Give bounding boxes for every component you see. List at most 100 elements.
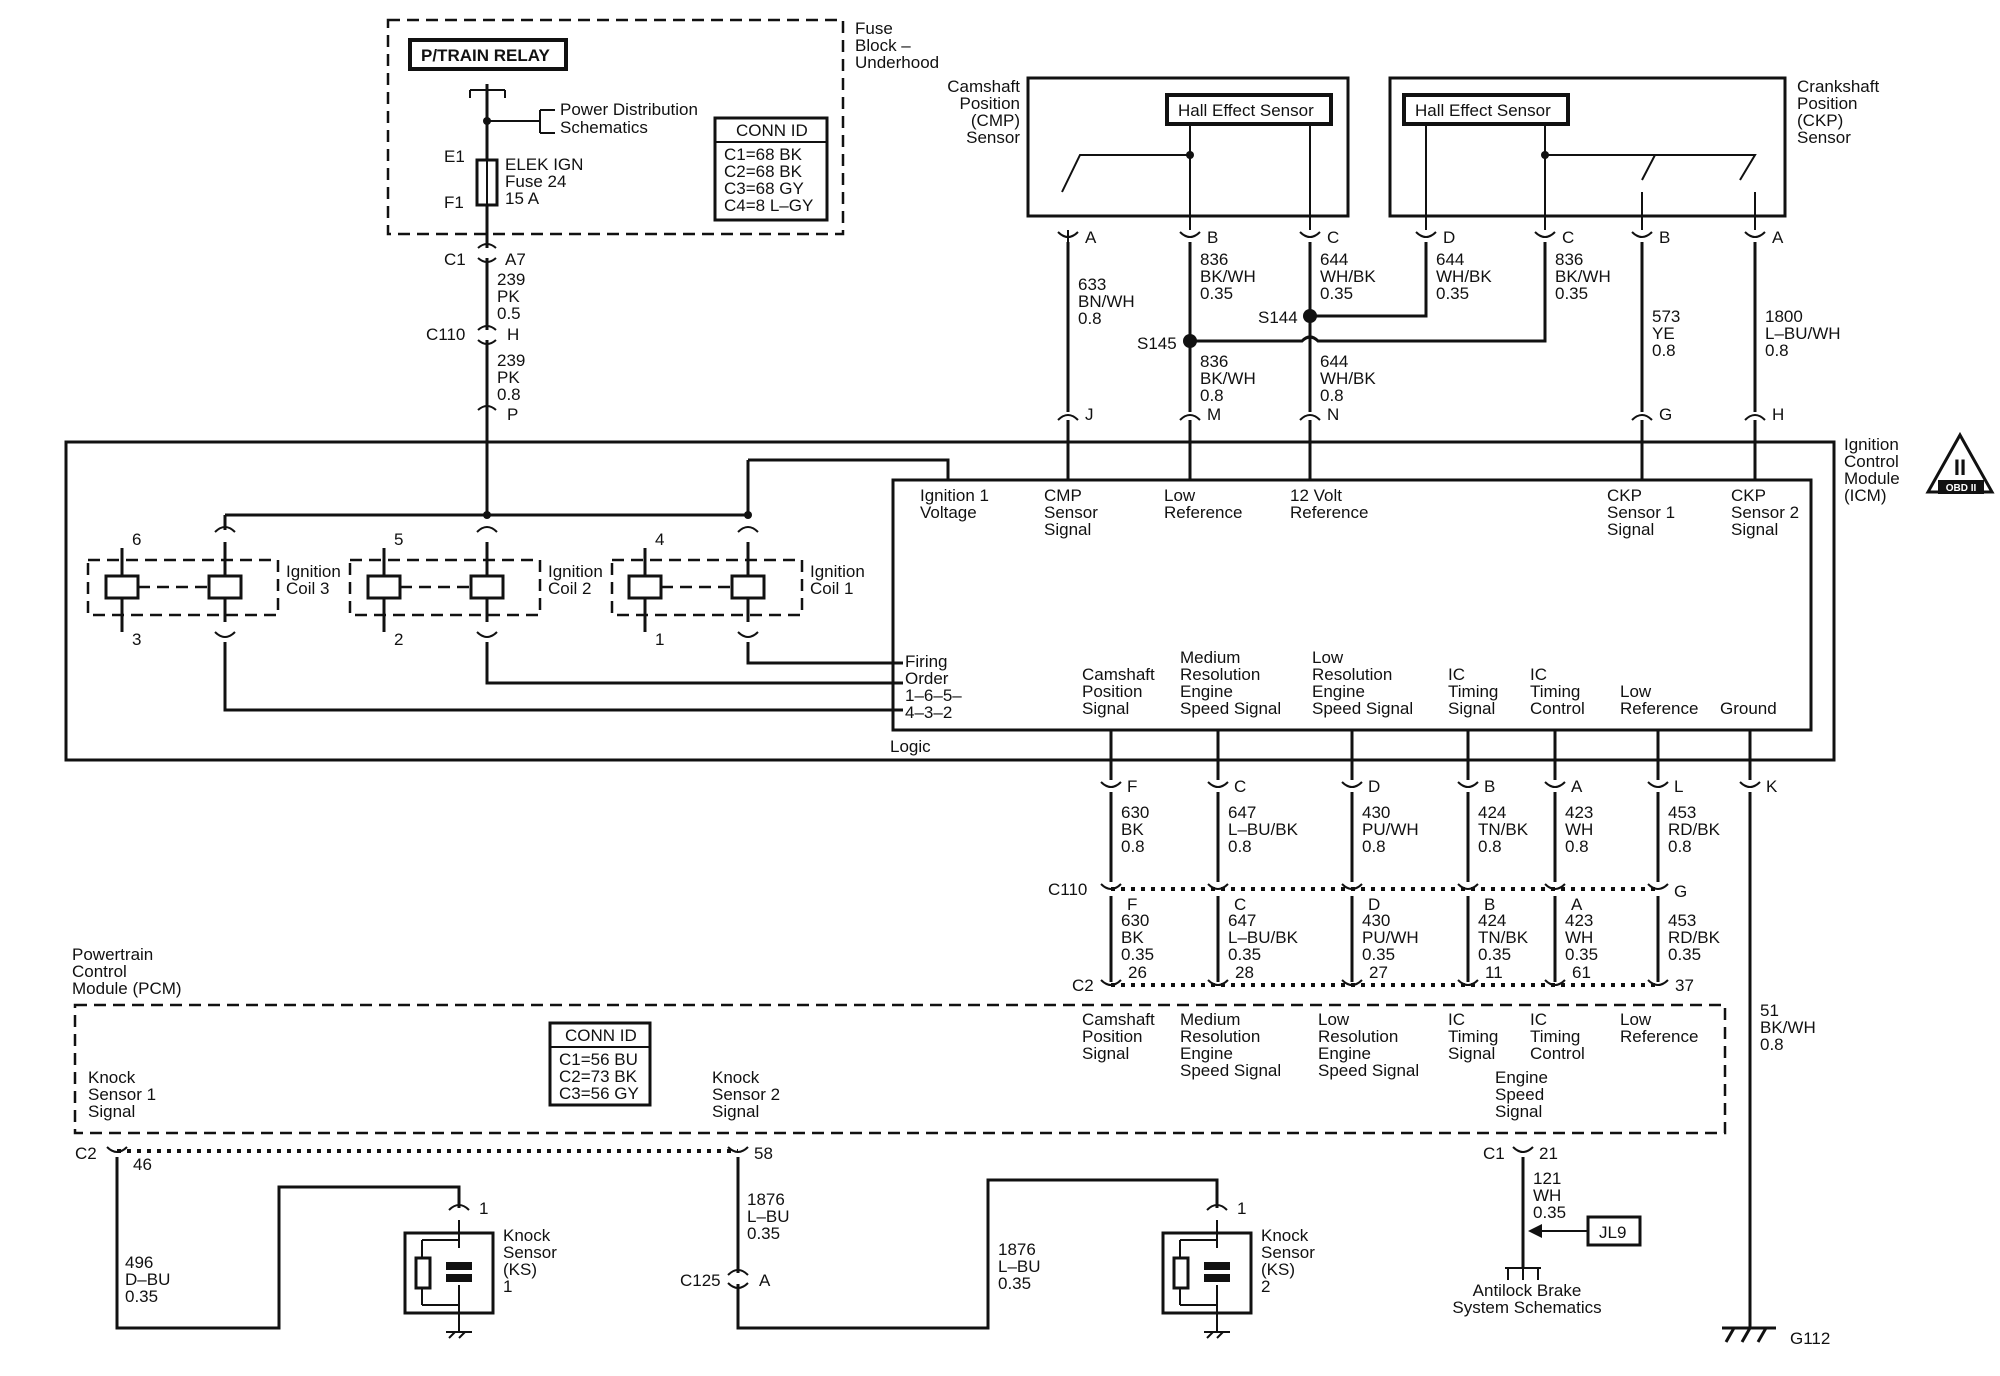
- ks2-piezo-icon: [1204, 1262, 1230, 1270]
- lower-harness-wires: [1109, 896, 1660, 982]
- icm-name-line: Control: [1844, 452, 1899, 471]
- jl9-label: JL9: [1599, 1223, 1626, 1242]
- wire-color: D–BU: [125, 1270, 170, 1289]
- wire-number: 51: [1760, 1001, 1779, 1020]
- ks2-name: (KS): [1261, 1260, 1295, 1279]
- ckp-switch-1: [1545, 154, 1657, 181]
- splice-s144: [1303, 309, 1317, 323]
- ckp-name-line: Sensor: [1797, 128, 1851, 147]
- coil-label: Ignition: [810, 562, 865, 581]
- ground-label: G112: [1790, 1329, 1830, 1348]
- ks1-ground-icon: [446, 1318, 472, 1339]
- jl9-box: [1586, 1215, 1642, 1247]
- speed-splice-stub: [1505, 1267, 1541, 1280]
- abs-label: Antilock Brake: [1473, 1281, 1582, 1300]
- power-dist-label-2: Schematics: [560, 118, 648, 137]
- pcm-label: IC: [1448, 1010, 1465, 1029]
- wire-gauge: 0.8: [1320, 386, 1344, 405]
- ckp-signal-lines: [1641, 192, 1756, 230]
- obd-ii-label: OBD II: [1946, 483, 1977, 494]
- fuse-e1: E1: [444, 147, 465, 166]
- pcm-ks1-label: Knock: [88, 1068, 136, 1087]
- icm-name-line: (ICM): [1844, 486, 1886, 505]
- ks1-name: Knock: [503, 1226, 551, 1245]
- icm-bottom-label: Speed Signal: [1180, 699, 1281, 718]
- icm-name-line: Module: [1844, 469, 1900, 488]
- cmp-name-line: (CMP): [971, 111, 1020, 130]
- ks1-piezo-icon: [446, 1262, 472, 1270]
- wire-gauge: 0.8: [1652, 341, 1676, 360]
- pcm-label: Resolution: [1318, 1027, 1398, 1046]
- fuse-block-title-line-2: Block –: [855, 36, 911, 55]
- wire-color: RD/BK: [1668, 928, 1721, 947]
- pcm-speed-pin: 21: [1539, 1144, 1558, 1163]
- pcm-speed-label: Engine: [1495, 1068, 1548, 1087]
- c110-pin: F: [1127, 895, 1137, 914]
- engine-speed-output: 121 WH 0.35 JL9 Antilock Brake System Sc…: [1452, 1157, 1642, 1317]
- pcm-label: Signal: [1082, 1044, 1129, 1063]
- icm-label-low-ref: Reference: [1164, 503, 1242, 522]
- pcm-label: Engine: [1180, 1044, 1233, 1063]
- connector-icon: [448, 1204, 470, 1211]
- pcm-name-line: Control: [72, 962, 127, 981]
- coil-primary-icon: [104, 574, 140, 600]
- pcm-label: Position: [1082, 1027, 1142, 1046]
- ks2-piezo-icon: [1204, 1274, 1230, 1282]
- pcm-name-line: Module (PCM): [72, 979, 182, 998]
- coil-outline: [348, 558, 542, 617]
- wire-gauge: 0.8: [1765, 341, 1789, 360]
- ckp-name-line: Crankshaft: [1797, 77, 1879, 96]
- coil-bottom-cyl: 2: [394, 630, 403, 649]
- coil3-control-wire: [223, 642, 903, 712]
- ks2-name: Sensor: [1261, 1243, 1315, 1262]
- wire-gauge: 0.35: [747, 1224, 780, 1243]
- pcm-conn-id-box: [548, 1021, 652, 1107]
- fuse-conn-id-item: C3=68 GY: [724, 179, 804, 198]
- icm-pin: K: [1766, 777, 1778, 796]
- icm-pin: A: [1571, 777, 1583, 796]
- knock-sensors: 496 D–BU 0.35 1 Knock Sensor (KS) 1 1876…: [115, 1157, 1315, 1339]
- wire-color: WH: [1565, 928, 1593, 947]
- icm-bottom-label: Low: [1312, 648, 1344, 667]
- splice-dot: [744, 511, 752, 519]
- icm-bottom-label: Reference: [1620, 699, 1698, 718]
- icm-bottom-label: Medium: [1180, 648, 1240, 667]
- wire-color: PU/WH: [1362, 928, 1419, 947]
- ks2-outline: [1161, 1231, 1253, 1315]
- wire-gauge: 0.8: [1078, 309, 1102, 328]
- wire-gauge: 0.8: [497, 385, 521, 404]
- coil-label: Ignition: [548, 562, 603, 581]
- c110-pin: A: [1571, 895, 1583, 914]
- coil-label: Coil 1: [810, 579, 853, 598]
- wire-color: L–BU/BK: [1228, 928, 1299, 947]
- cmp-pin-c: C: [1327, 228, 1339, 247]
- wire-color: BK: [1121, 820, 1144, 839]
- cmp-sensor: Camshaft Position (CMP) Sensor Hall Effe…: [947, 76, 1350, 260]
- wire-gauge: 0.35: [1565, 945, 1598, 964]
- icm-bottom-label: Signal: [1082, 699, 1129, 718]
- wire-gauge: 0.8: [1565, 837, 1589, 856]
- ks2-resistor-icon: [1172, 1256, 1190, 1290]
- coil-connector-icons: [737, 526, 759, 638]
- wire-number: 644: [1436, 250, 1464, 269]
- fuse-conn-id-item: C4=8 L–GY: [724, 196, 813, 215]
- icm-label-cmp: CMP: [1044, 486, 1082, 505]
- wire-gauge: 0.35: [998, 1274, 1031, 1293]
- fuse-f1: F1: [444, 193, 464, 212]
- wire-color: YE: [1652, 324, 1675, 343]
- c110-pin: D: [1368, 895, 1380, 914]
- icm-bottom-label: Low: [1620, 682, 1652, 701]
- sensor-wires: A B C D C B A S144 S145 633 BN/WH 0.8 83…: [1057, 228, 1841, 424]
- wire-gauge: 0.8: [1668, 837, 1692, 856]
- wire-color: BK/WH: [1200, 267, 1256, 286]
- ks1-outline: [403, 1231, 495, 1315]
- icm-label-12v-ref: Reference: [1290, 503, 1368, 522]
- icm-pin: C: [1234, 777, 1246, 796]
- wire-number: 423: [1565, 803, 1593, 822]
- ckp-pin-b: B: [1659, 228, 1670, 247]
- icm-label-cmp: Sensor: [1044, 503, 1098, 522]
- icm-bottom-label: IC: [1530, 665, 1547, 684]
- ckp-switch-2: [1655, 154, 1757, 181]
- coil1-control-wire: [746, 642, 903, 665]
- wire-color: BK/WH: [1760, 1018, 1816, 1037]
